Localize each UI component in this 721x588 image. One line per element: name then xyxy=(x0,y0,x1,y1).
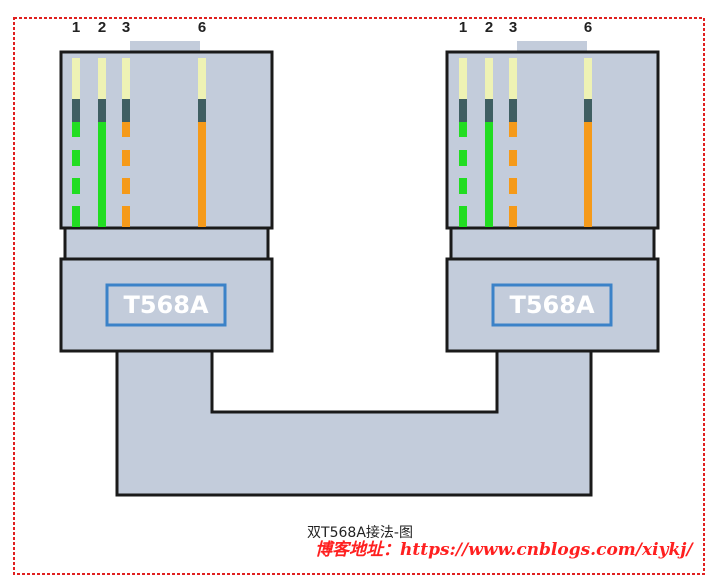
right-pin-3-number: 3 xyxy=(509,19,517,36)
left-pin-2-cap xyxy=(98,58,106,99)
right-pin-2-cap xyxy=(485,58,493,99)
right-pin-1-seg-a xyxy=(459,122,467,137)
right-pin-3: 3 xyxy=(509,19,517,227)
left-pin-3-neck xyxy=(122,99,130,122)
right-pin-3-cap xyxy=(509,58,517,99)
right-pin-3-seg-c xyxy=(509,178,517,194)
cable xyxy=(115,348,593,497)
right-pin-3-seg-d xyxy=(509,206,517,227)
right-plug-body xyxy=(445,50,660,230)
left-pin-1-seg-d xyxy=(72,206,80,227)
left-pin-6: 6 xyxy=(198,19,206,227)
right-plug-standard-label: T568A xyxy=(509,291,594,319)
right-pin-6-neck xyxy=(584,99,592,122)
left-plug-clip-tab xyxy=(130,41,200,52)
right-plug-pins: 1 2 3 xyxy=(459,19,592,227)
left-pin-2-neck xyxy=(98,99,106,122)
right-pin-6: 6 xyxy=(584,19,592,227)
left-pin-3-seg-d xyxy=(122,206,130,227)
right-pin-3-neck xyxy=(509,99,517,122)
left-pin-3: 3 xyxy=(122,19,130,227)
left-pin-6-wire xyxy=(198,122,206,227)
left-pin-3-number: 3 xyxy=(122,19,130,36)
right-pin-2-neck xyxy=(485,99,493,122)
blog-watermark: 博客地址：https://www.cnblogs.com/xiykj/ xyxy=(315,540,694,560)
left-pin-1: 1 xyxy=(72,19,80,227)
left-plug-standard-label: T568A xyxy=(123,291,208,319)
left-pin-1-seg-a xyxy=(72,122,80,137)
right-pin-1: 1 xyxy=(459,19,467,227)
diagram-caption: 双T568A接法-图 xyxy=(307,524,413,541)
left-pin-2-number: 2 xyxy=(98,19,106,36)
left-pin-1-seg-c xyxy=(72,178,80,194)
right-plug-collar xyxy=(449,226,656,261)
right-pin-2: 2 xyxy=(485,19,493,227)
right-plug-label-box xyxy=(491,283,613,327)
left-pin-3-seg-b xyxy=(122,150,130,166)
right-pin-1-seg-c xyxy=(459,178,467,194)
right-pin-2-number: 2 xyxy=(485,19,493,36)
left-plug-label-box xyxy=(105,283,227,327)
right-plug: T568A 1 2 3 xyxy=(445,19,660,353)
right-plug-clip-tab xyxy=(517,41,587,52)
right-pin-2-wire xyxy=(485,122,493,227)
right-pin-3-seg-a xyxy=(509,122,517,137)
right-pin-3-seg-b xyxy=(509,150,517,166)
left-plug-collar xyxy=(63,226,270,261)
left-pin-1-neck xyxy=(72,99,80,122)
left-plug-pins: 1 2 3 xyxy=(72,19,206,227)
left-pin-1-cap xyxy=(72,58,80,99)
left-pin-6-neck xyxy=(198,99,206,122)
left-pin-3-cap xyxy=(122,58,130,99)
left-pin-6-cap xyxy=(198,58,206,99)
right-pin-1-seg-d xyxy=(459,206,467,227)
right-pin-6-cap xyxy=(584,58,592,99)
left-plug: T568A 1 2 3 xyxy=(59,19,274,353)
right-pin-6-wire xyxy=(584,122,592,227)
right-pin-1-neck xyxy=(459,99,467,122)
left-pin-3-seg-a xyxy=(122,122,130,137)
frame-border xyxy=(13,17,705,575)
left-pin-6-number: 6 xyxy=(198,19,206,36)
left-pin-3-seg-c xyxy=(122,178,130,194)
left-pin-1-seg-b xyxy=(72,150,80,166)
right-pin-1-seg-b xyxy=(459,150,467,166)
right-pin-1-cap xyxy=(459,58,467,99)
left-pin-1-number: 1 xyxy=(72,19,80,36)
left-plug-body xyxy=(59,50,274,230)
right-pin-6-number: 6 xyxy=(584,19,592,36)
right-pin-1-number: 1 xyxy=(459,19,467,36)
left-pin-2: 2 xyxy=(98,19,106,227)
left-pin-2-wire xyxy=(98,122,106,227)
